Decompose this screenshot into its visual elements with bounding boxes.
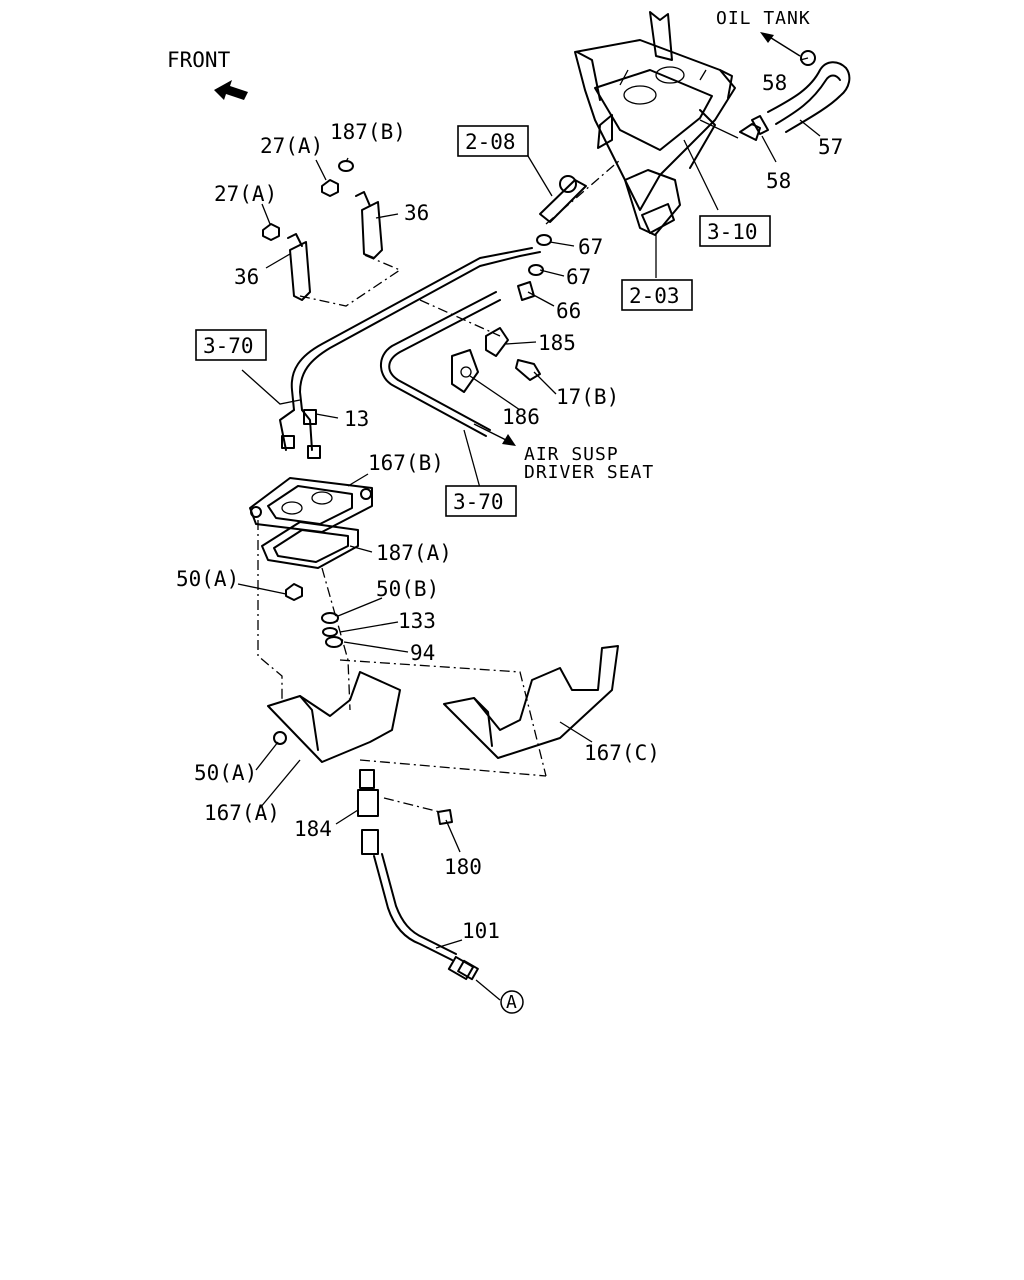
callout-94: 94: [410, 641, 435, 665]
ref-2-03-text: 2-03: [629, 284, 680, 308]
callout-27a-upper: 27(A): [260, 134, 323, 158]
washer-133: [322, 627, 338, 637]
callout-13: 13: [344, 407, 369, 431]
fitting-184: [357, 769, 379, 855]
air-line: [380, 291, 501, 437]
callout-101: 101: [462, 919, 500, 943]
nut-50a-top: [285, 583, 303, 601]
clip-186: [451, 349, 479, 393]
callout-187a: 187(A): [376, 541, 452, 565]
callout-167c: 167(C): [584, 741, 660, 765]
nut-50b: [321, 612, 339, 624]
nut-27a-upper: [321, 179, 339, 197]
leader-lines: [237, 57, 821, 1001]
hose-101: [373, 853, 479, 981]
callout-58-top: 58: [762, 71, 787, 95]
oil-tank-arrow-icon: [760, 32, 801, 57]
bracket-36-right: [355, 191, 383, 259]
callout-67-lower: 67: [566, 265, 591, 289]
hose-57: [767, 61, 851, 133]
oil-tank-label: OIL TANK: [716, 8, 811, 29]
clip-185: [485, 327, 509, 357]
bolt-66: [517, 281, 535, 301]
ref-box-2-03: 2-03: [621, 279, 693, 311]
gasket-187a: [261, 521, 359, 569]
nut-27a-lower: [262, 223, 280, 241]
ref-3-70-top-text: 3-70: [203, 334, 254, 358]
callout-17b: 17(B): [556, 385, 619, 409]
ref-box-2-08: 2-08: [457, 125, 529, 157]
valve-lever: [539, 175, 587, 223]
washer-67-lower: [528, 264, 544, 276]
callout-50a-top: 50(A): [176, 567, 239, 591]
clamp-58-bottom: [751, 115, 769, 135]
callout-167a: 167(A): [204, 801, 280, 825]
brake-pipe-13: [279, 247, 541, 459]
ref-box-3-10: 3-10: [699, 215, 771, 247]
front-arrow-icon: [214, 80, 248, 100]
callout-36-right: 36: [404, 201, 429, 225]
callout-187b: 187(B): [330, 120, 406, 144]
bracket-167c: [443, 645, 619, 759]
clamp-58-top: [800, 50, 816, 66]
bolt-17b: [515, 359, 541, 381]
callout-36-left: 36: [234, 265, 259, 289]
circle-a-label: A: [506, 992, 518, 1013]
callout-67-upper: 67: [578, 235, 603, 259]
bracket-36-left: [287, 233, 311, 301]
ref-box-3-70-top: 3-70: [195, 329, 267, 361]
callout-133: 133: [398, 609, 436, 633]
callout-167b: 167(B): [368, 451, 444, 475]
callout-50a-bottom: 50(A): [194, 761, 257, 785]
ref-3-10-text: 3-10: [707, 220, 758, 244]
air-susp-line2: DRIVER SEAT: [524, 462, 654, 483]
front-label: FRONT: [167, 48, 231, 72]
callout-185: 185: [538, 331, 576, 355]
callout-180: 180: [444, 855, 482, 879]
callout-27a-lower: 27(A): [214, 182, 277, 206]
pedal-bracket-assembly: [574, 11, 761, 236]
washer-94: [325, 636, 343, 648]
ring-187b: [338, 160, 354, 172]
callout-184: 184: [294, 817, 332, 841]
bracket-167a: [267, 671, 401, 763]
plug-180: [437, 809, 453, 825]
air-susp-line1: AIR SUSP: [524, 444, 619, 465]
callout-50b: 50(B): [376, 577, 439, 601]
ref-2-08-text: 2-08: [465, 130, 516, 154]
callout-66: 66: [556, 299, 581, 323]
valve-plate-167b: [249, 477, 373, 533]
ref-box-3-70-bottom: 3-70: [445, 485, 517, 517]
callout-57: 57: [818, 135, 843, 159]
callout-186: 186: [502, 405, 540, 429]
ref-3-70-bottom-text: 3-70: [453, 490, 504, 514]
connection-point-a-icon: A: [500, 990, 524, 1014]
washer-67-upper: [536, 234, 552, 246]
callout-58-bottom: 58: [766, 169, 791, 193]
air-susp-arrow-icon: [473, 423, 516, 446]
